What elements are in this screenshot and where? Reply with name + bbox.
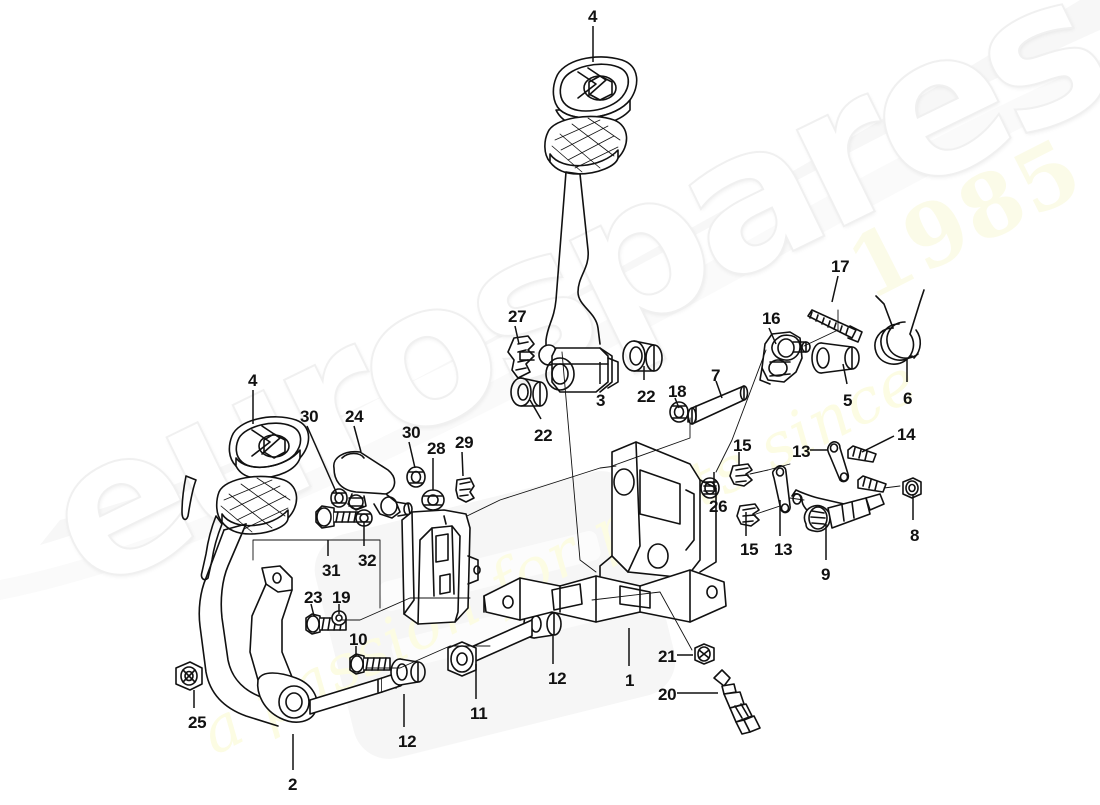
callout-number: 18 [668, 382, 687, 401]
part-12-bushing-left [390, 658, 426, 686]
part-24-cylinder [333, 450, 413, 519]
callout-number: 29 [455, 433, 474, 452]
part-pedal-arm-accelerator [545, 171, 601, 360]
callout-leader [514, 325, 520, 345]
part-30-bushing-right [406, 466, 426, 488]
callout-number: 16 [762, 309, 781, 328]
part-pedal-pad-top [552, 56, 638, 127]
callout-number: 23 [304, 588, 323, 607]
part-11-shaft [447, 619, 533, 677]
part-8-nut [902, 477, 922, 499]
part-15-clip-upper [729, 463, 753, 487]
callout-number: 8 [910, 526, 920, 545]
part-pedal-box-right [599, 441, 717, 591]
callout-number: 4 [588, 7, 598, 26]
part-pedal-pad-left [228, 416, 310, 479]
callout-leader-lines [193, 26, 914, 770]
callout-number: 32 [358, 551, 377, 570]
callout-number: 12 [398, 732, 417, 751]
part-16-bracket [759, 331, 811, 385]
callout-number: 28 [427, 439, 446, 458]
callout-leader [831, 275, 839, 303]
callout-number: 22 [637, 387, 656, 406]
callout-number: 7 [711, 366, 721, 385]
callout-number: 4 [248, 371, 258, 390]
callout-leader [408, 441, 416, 469]
part-3-lever-hub [519, 344, 619, 393]
part-14-screw-lower [857, 475, 887, 493]
callout-number: 14 [897, 425, 916, 444]
part-25-nut [175, 661, 203, 691]
part-2-shaft [309, 671, 404, 715]
callout-number: 20 [658, 685, 677, 704]
part-14-screw-upper [847, 445, 877, 463]
callout-number: 10 [349, 630, 368, 649]
callout-number: 25 [188, 713, 207, 732]
part-5-sleeve [811, 342, 860, 374]
callout-number: 26 [709, 497, 728, 516]
callout-leader [461, 451, 464, 477]
part-29-retainer [455, 477, 475, 503]
callout-leader [861, 435, 895, 453]
callout-number: 3 [596, 391, 606, 410]
callout-number: 15 [740, 540, 759, 559]
callout-number: 5 [843, 391, 853, 410]
callout-number: 30 [300, 407, 319, 426]
callout-number: 12 [548, 669, 567, 688]
part-9-bellcrank [791, 489, 885, 533]
callout-number: 13 [774, 540, 793, 559]
callout-leader [715, 380, 723, 399]
callout-number: 2 [288, 775, 298, 794]
callout-leader [310, 603, 315, 617]
part-22-bushing-right [622, 340, 663, 372]
part-7-pivot-shaft [687, 385, 749, 425]
part-20-switch [713, 669, 761, 735]
part-17-threaded-pin [807, 309, 863, 343]
callout-number: 13 [792, 442, 811, 461]
callout-leader [768, 327, 777, 345]
part-2-pedal-arm [181, 475, 318, 727]
part-6-torsion-spring [874, 289, 925, 365]
callout-leader [674, 397, 680, 409]
callout-leader [529, 399, 542, 420]
callout-leader [353, 425, 362, 453]
part-28-washer [421, 489, 445, 511]
part-27-clip [507, 335, 535, 379]
callout-number: 6 [903, 389, 913, 408]
part-10-bolt [349, 653, 391, 675]
part-30-bushing-left [330, 488, 348, 508]
callout-number: 1 [625, 671, 635, 690]
part-13-link-lower [771, 465, 791, 514]
part-22-bushing-left [510, 377, 548, 407]
part-1-floor-bracket [483, 569, 727, 623]
part-13-link-upper [826, 441, 850, 483]
callout-number: 17 [831, 257, 850, 276]
callout-number: 9 [821, 565, 831, 584]
callout-number: 27 [508, 307, 527, 326]
part-31-bolt [315, 505, 361, 529]
callout-number: 22 [534, 426, 553, 445]
part-21-nut [694, 643, 715, 665]
callout-leader [306, 425, 338, 495]
part-pedal-box-left [401, 509, 481, 625]
part-pedal-rubber-top [544, 115, 628, 175]
part-18-washer [669, 401, 689, 423]
callout-number: 11 [470, 704, 488, 723]
callout-number: 31 [322, 561, 341, 580]
callout-number: 21 [658, 647, 677, 666]
callout-number: 24 [345, 407, 364, 426]
part-pedal-rubber-left [215, 475, 298, 535]
callout-number: 19 [332, 588, 351, 607]
callout-leader [842, 363, 848, 385]
callout-number: 30 [402, 423, 421, 442]
part-15-clip-lower [736, 503, 760, 527]
callout-number: 15 [733, 436, 752, 455]
